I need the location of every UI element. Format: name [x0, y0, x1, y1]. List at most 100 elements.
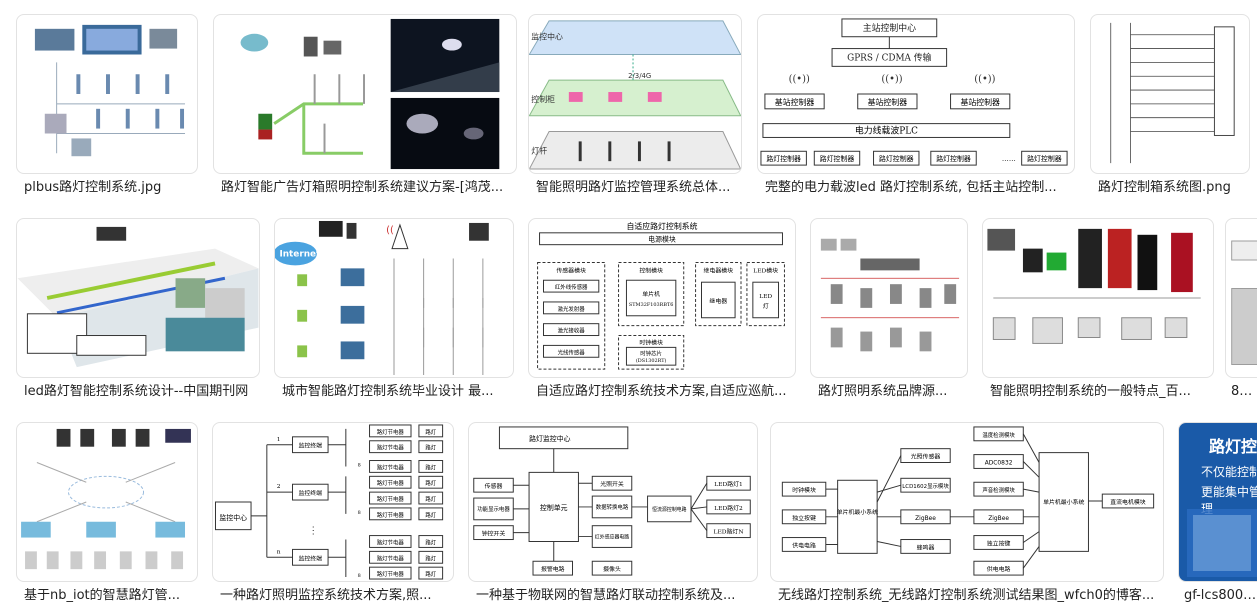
thumbnail-lamp-scheme: [240, 18, 500, 170]
image-w-buzzer: 蜂鸣器: [917, 543, 935, 551]
result-thumbnail-1[interactable]: [16, 14, 198, 174]
image-adaptive-mcu: 单片机: [642, 290, 660, 298]
image-w-temp: 温度检测模块: [982, 431, 1015, 439]
image-iot-ir: 红外感应器电路: [595, 534, 630, 541]
result-tile-7[interactable]: Internet (( 城市智能路灯控制系统毕业设计 最...: [274, 218, 514, 404]
image-iot-drive: 数据转换电路: [596, 503, 629, 511]
result-thumbnail-7[interactable]: Internet ((: [274, 218, 514, 378]
result-tile-6[interactable]: led路灯智能控制系统设计--中国期刊网: [16, 218, 260, 404]
image-w-zigbee-1: ZigBee: [915, 516, 936, 522]
image-mon-lamp-2: 路灯: [425, 444, 436, 452]
image-plc-lamp-5: 路灯控制器: [1027, 154, 1062, 163]
result-caption-7[interactable]: 城市智能路灯控制系统毕业设计 最...: [282, 384, 494, 399]
result-caption-15[interactable]: 无线路灯控制系统_无线路灯控制系统测试结果图_wfch0的博客...: [778, 588, 1155, 603]
image-mon-lamp-1: 路灯: [425, 428, 436, 436]
result-tile-14[interactable]: 路灯监控中心 传感器 功能显示电器 钟控开关 控制单元 光照开关 数据转换电路 …: [468, 422, 758, 605]
result-caption-5[interactable]: 路灯控制箱系统图.png: [1098, 180, 1231, 195]
thumbnail-device-box: [1187, 509, 1257, 577]
result-thumbnail-11[interactable]: [1225, 218, 1257, 378]
image-adaptive-title: 自适应路灯控制系统: [626, 221, 697, 231]
image-iot-alarm: 报警电路: [541, 565, 565, 573]
svg-text:((: ((: [386, 225, 394, 236]
image-plc-lamp-4: 路灯控制器: [936, 154, 971, 163]
result-thumbnail-5[interactable]: [1090, 14, 1250, 174]
result-thumbnail-4[interactable]: 主站控制中心 GPRS / CDMA 传输 ((•)) ((•)) ((•)) …: [757, 14, 1075, 174]
image-mon-lamp-4: 路灯: [425, 479, 436, 487]
image-adaptive-mcu2: STM32F103RBT6: [629, 302, 674, 308]
image-adaptive-s2: 激光发射器: [558, 305, 586, 313]
thumbnail-adaptive-diagram: 自适应路灯控制系统 电源模块 传感器模块 红外线传感器 激光发射器 激光接收器 …: [537, 221, 785, 370]
result-caption-1[interactable]: plbus路灯控制系统.jpg: [24, 180, 162, 195]
result-caption-2[interactable]: 路灯智能广告灯箱照明控制系统建议方案-[鸿茂...: [221, 180, 504, 195]
image-adaptive-power: 电源模块: [648, 235, 676, 244]
result-caption-3[interactable]: 智能照明路灯监控管理系统总体...: [536, 180, 731, 195]
thumbnail-plc-diagram: 主站控制中心 GPRS / CDMA 传输 ((•)) ((•)) ((•)) …: [760, 18, 1068, 166]
image-plc-lamp-2: 路灯控制器: [820, 154, 855, 163]
result-tile-11[interactable]: 8路智: [1225, 218, 1257, 404]
image-adaptive-s3: 激光接收器: [558, 327, 586, 335]
image-mon-n2: 2: [277, 484, 281, 490]
result-thumbnail-2[interactable]: [213, 14, 517, 174]
result-caption-14[interactable]: 一种基于物联网的智慧路灯联动控制系统及...: [476, 588, 736, 603]
result-caption-16[interactable]: gf-lcs8008-c...: [1184, 588, 1257, 603]
result-caption-6[interactable]: led路灯智能控制系统设计--中国期刊网: [24, 384, 249, 399]
image-adaptive-sensor: 传感器模块: [556, 266, 586, 274]
image-mon-nn: n: [277, 549, 281, 555]
result-caption-8[interactable]: 自适应路灯控制系统技术方案,自适应巡航...: [536, 384, 787, 399]
thumbnail-lighting-products: [987, 228, 1201, 344]
result-tile-4[interactable]: 主站控制中心 GPRS / CDMA 传输 ((•)) ((•)) ((•)) …: [757, 14, 1075, 198]
image-adaptive-ctrl: 控制模块: [639, 266, 663, 274]
result-caption-4[interactable]: 完整的电力载波led 路灯控制系统, 包括主站控制...: [765, 180, 1057, 195]
image-iot-const: 恒流源控制电路: [652, 506, 687, 513]
image-mon-lamp-7: 路灯: [425, 538, 436, 546]
svg-text:((•)): ((•)): [881, 74, 902, 85]
result-thumbnail-15[interactable]: 时钟模块 独立按键 供电电路 单片机最小系统 光照传感器 LCD1602显示模块…: [770, 422, 1164, 582]
result-thumbnail-12[interactable]: [16, 422, 198, 582]
svg-text:((•)): ((•)): [974, 74, 995, 85]
result-caption-9[interactable]: 路灯照明系统品牌源...: [818, 384, 948, 399]
result-tile-2[interactable]: 路灯智能广告灯箱照明控制系统建议方案-[鸿茂...: [213, 14, 517, 198]
image-w-power: 供电电路: [792, 541, 816, 549]
image-mon-n8-3: 8: [358, 573, 361, 579]
image-adaptive-led: LED模块: [753, 266, 778, 274]
result-thumbnail-6[interactable]: [16, 218, 260, 378]
result-caption-13[interactable]: 一种路灯照明监控系统技术方案,照...: [220, 588, 432, 603]
image-w-light: 光照传感器: [911, 453, 941, 461]
result-tile-10[interactable]: 智能照明控制系统的一般特点_百...: [982, 218, 1214, 404]
result-tile-9[interactable]: 路灯照明系统品牌源...: [810, 218, 968, 404]
result-tile-15[interactable]: 时钟模块 独立按键 供电电路 单片机最小系统 光照传感器 LCD1602显示模块…: [770, 422, 1164, 605]
image-mon-relay-4: 路灯节电器: [377, 479, 405, 487]
image-iot-ctrl: 控制单元: [540, 503, 568, 512]
thumbnail-led-system: [17, 226, 259, 368]
result-tile-5[interactable]: 路灯控制箱系统图.png: [1090, 14, 1250, 198]
image-mon-lamp-3: 路灯: [425, 463, 436, 471]
image-mon-term-2: 监控终端: [298, 489, 322, 497]
image-mon-relay-1: 路灯节电器: [377, 428, 405, 436]
result-thumbnail-3[interactable]: 监控中心 控制柜 灯杆 2/3/4G: [528, 14, 742, 174]
result-tile-3[interactable]: 监控中心 控制柜 灯杆 2/3/4G 智能照明路灯监控管理系统总体...: [528, 14, 742, 198]
result-tile-1[interactable]: plbus路灯控制系统.jpg: [16, 14, 198, 198]
result-caption-10[interactable]: 智能照明控制系统的一般特点_百...: [990, 384, 1191, 399]
image-internet: Internet: [279, 250, 321, 260]
result-tile-13[interactable]: 监控中心 1 2 n 监控终端 监控终端 监控终端 ⋮ 8 8 8 路灯节电器 …: [212, 422, 454, 605]
image-mon-n8-1: 8: [358, 462, 361, 468]
result-thumbnail-16[interactable]: 路灯控 不仅能控制 更能集中管理: [1178, 422, 1257, 582]
result-caption-11[interactable]: 8路智: [1231, 384, 1257, 399]
result-thumbnail-8[interactable]: 自适应路灯控制系统 电源模块 传感器模块 红外线传感器 激光发射器 激光接收器 …: [528, 218, 796, 378]
image-w-motor: 直流电机模块: [1110, 498, 1146, 506]
result-caption-12[interactable]: 基于nb_iot的智慧路灯管...: [24, 588, 181, 603]
result-thumbnail-9[interactable]: [810, 218, 968, 378]
ad-title: 路灯控: [1209, 437, 1257, 456]
image-w-lcd: LCD1602显示模块: [902, 482, 949, 490]
thumbnail-8ch-device: [1231, 240, 1257, 365]
result-tile-12[interactable]: 基于nb_iot的智慧路灯管...: [16, 422, 198, 605]
image-plc-ellipsis: ……: [1002, 155, 1016, 163]
result-tile-8[interactable]: 自适应路灯控制系统 电源模块 传感器模块 红外线传感器 激光发射器 激光接收器 …: [528, 218, 796, 404]
result-thumbnail-13[interactable]: 监控中心 1 2 n 监控终端 监控终端 监控终端 ⋮ 8 8 8 路灯节电器 …: [212, 422, 454, 582]
result-tile-16[interactable]: 路灯控 不仅能控制 更能集中管理 gf-lcs8008-c...: [1178, 422, 1257, 605]
image-plc-master: 主站控制中心: [863, 22, 916, 34]
image-mon-relay-9: 路灯节电器: [377, 570, 405, 578]
result-thumbnail-14[interactable]: 路灯监控中心 传感器 功能显示电器 钟控开关 控制单元 光照开关 数据转换电路 …: [468, 422, 758, 582]
result-thumbnail-10[interactable]: [982, 218, 1214, 378]
svg-text:⋮: ⋮: [308, 526, 318, 537]
